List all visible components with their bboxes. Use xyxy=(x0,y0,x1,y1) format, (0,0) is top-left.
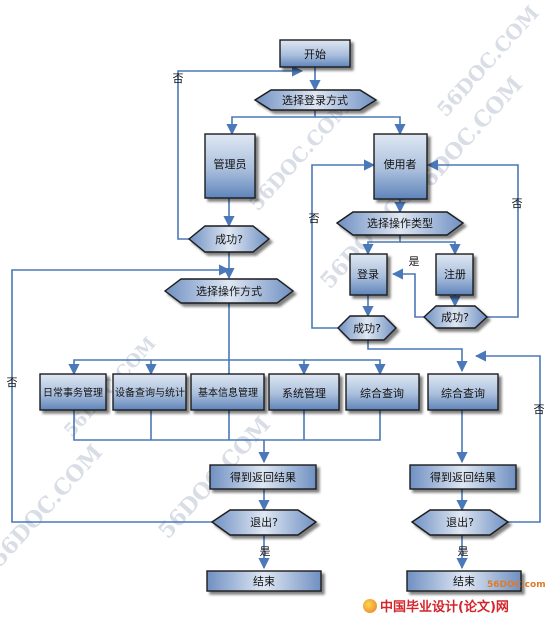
register-label: 注册 xyxy=(444,267,466,281)
daily-mgmt-label: 日常事务管理 xyxy=(43,386,103,399)
basic-info-node xyxy=(190,373,265,411)
device-query-node xyxy=(112,373,187,411)
combined-query-user-node xyxy=(427,373,499,411)
edge-label-yes: 是 xyxy=(260,545,271,558)
end-user-node xyxy=(406,570,522,592)
connectors xyxy=(11,65,541,570)
login-node xyxy=(349,253,388,296)
daily-mgmt-node xyxy=(39,373,107,411)
brand-site: 56DOC.com xyxy=(487,580,546,590)
watermark: 56DOC.COM xyxy=(0,440,108,572)
choose-op-type-node xyxy=(335,211,465,236)
basic-info-label: 基本信息管理 xyxy=(198,386,258,399)
system-mgmt-label: 系统管理 xyxy=(282,386,326,400)
edge-label-no: 否 xyxy=(7,376,18,389)
edge-label-no: 否 xyxy=(534,403,545,416)
login-success-decision xyxy=(337,315,397,341)
exit-user-decision xyxy=(410,509,510,536)
register-success-label: 成功? xyxy=(441,311,469,324)
start-label: 开始 xyxy=(304,47,326,61)
admin-success-decision xyxy=(187,225,271,253)
exit-admin-decision xyxy=(210,509,318,536)
choose-op-type-label: 选择操作类型 xyxy=(367,216,433,230)
register-node xyxy=(435,253,474,296)
login-label: 登录 xyxy=(357,267,379,281)
combined-query-admin-node xyxy=(345,373,420,411)
exit-user-label: 退出? xyxy=(446,515,474,529)
brand-emblem-icon xyxy=(363,599,377,613)
exit-admin-label: 退出? xyxy=(250,515,278,529)
edge-label-no: 否 xyxy=(173,72,184,85)
edge-label-no: 否 xyxy=(512,197,523,210)
choose-login-node xyxy=(253,89,378,111)
watermark: 56DOC.COM xyxy=(244,95,356,216)
user-label: 使用者 xyxy=(384,158,417,171)
get-result-admin-label: 得到返回结果 xyxy=(230,471,296,484)
admin-label: 管理员 xyxy=(214,157,247,171)
choose-op-mode-label: 选择操作方式 xyxy=(196,284,262,298)
brand-text: 中国毕业设计(论文)网 xyxy=(380,600,509,615)
combined-query-admin-label: 综合查询 xyxy=(360,386,404,400)
edge-label-no: 否 xyxy=(309,212,320,225)
combined-query-user-label: 综合查询 xyxy=(441,386,485,400)
edge-label-yes: 是 xyxy=(409,255,420,268)
system-mgmt-node xyxy=(268,373,340,411)
register-success-decision xyxy=(422,305,489,329)
login-success-label: 成功? xyxy=(353,322,381,335)
end-user-label: 结束 xyxy=(453,575,475,588)
start-node xyxy=(279,39,351,68)
end-admin-node xyxy=(206,570,322,592)
get-result-admin-node xyxy=(209,464,317,490)
get-result-user-node xyxy=(409,464,517,490)
device-query-label: 设备查询与统计 xyxy=(115,386,185,399)
choose-op-mode-node xyxy=(163,278,295,304)
admin-node xyxy=(204,133,256,199)
choose-login-label: 选择登录方式 xyxy=(282,93,348,107)
user-node xyxy=(373,133,428,200)
admin-success-label: 成功? xyxy=(215,233,243,246)
get-result-user-label: 得到返回结果 xyxy=(430,471,496,484)
brand-logo: 中国毕业设计(论文)网 56DOC.com xyxy=(363,580,546,616)
edge-label-yes: 是 xyxy=(458,545,469,558)
end-admin-label: 结束 xyxy=(253,575,275,588)
